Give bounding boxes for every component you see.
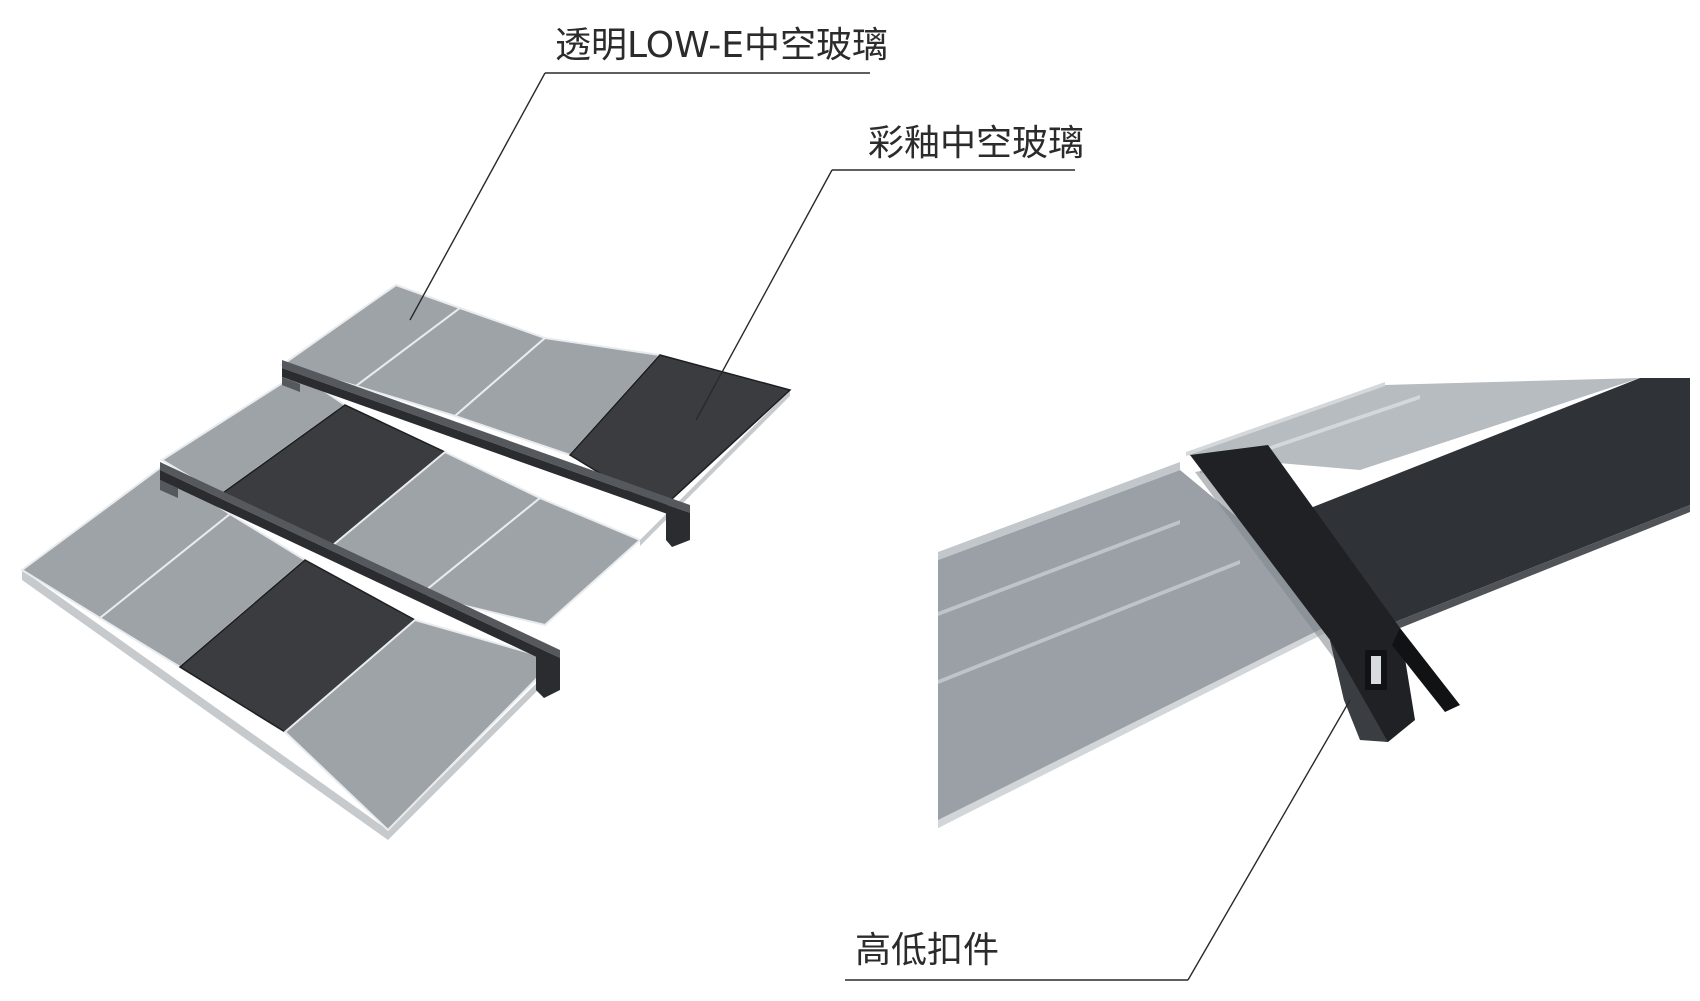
- callout-label: 彩釉中空玻璃: [868, 123, 1084, 164]
- callout-glazed-glass: 彩釉中空玻璃: [695, 123, 1084, 421]
- step-clamp-profile: [1190, 445, 1415, 742]
- tier-front: [20, 466, 560, 840]
- callout-step-clamp: 高低扣件: [845, 699, 1351, 981]
- callout-clear-lowe-glass: 透明LOW-E中空玻璃: [409, 25, 888, 321]
- tier-back: [279, 283, 792, 546]
- clamp-detail: [938, 378, 1690, 828]
- roof-panel-assembly: [20, 283, 792, 840]
- mullion-upper: [282, 360, 690, 547]
- callout-label: 透明LOW-E中空玻璃: [555, 25, 888, 66]
- mullion-lower: [160, 462, 560, 698]
- callout-label: 高低扣件: [855, 930, 999, 971]
- fritted-glass-slab: [1280, 378, 1690, 628]
- lower-glass-slab: [938, 470, 1355, 828]
